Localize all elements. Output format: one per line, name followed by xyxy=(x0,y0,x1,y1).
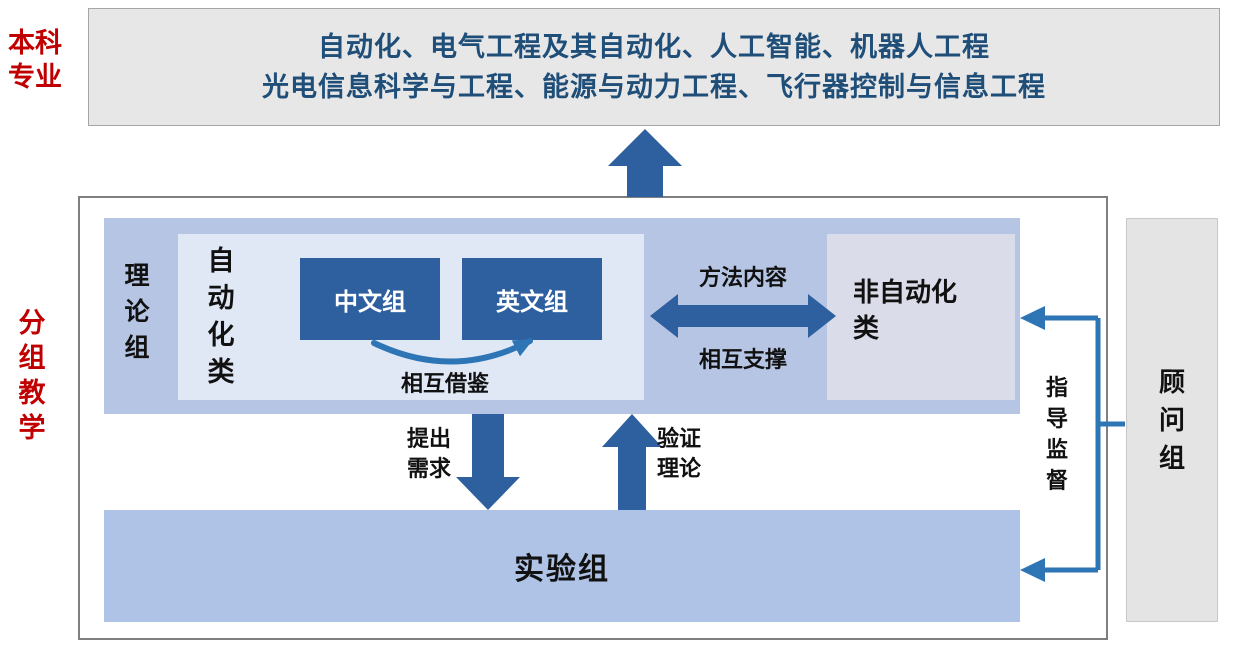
experiment-group-box: 实验组 xyxy=(104,510,1020,622)
advisor-group-box: 顾问组 xyxy=(1126,218,1218,622)
automation-category-label: 自动化类 xyxy=(207,246,235,387)
mutual-support-label: 相互支撑 xyxy=(698,347,787,372)
majors-box: 自动化、电气工程及其自动化、人工智能、机器人工程 光电信息科学与工程、能源与动力… xyxy=(88,8,1220,126)
grouped-teaching-label: 分组教学 xyxy=(18,308,46,443)
english-group-label: 英文组 xyxy=(496,288,568,316)
majors-line-2: 光电信息科学与工程、能源与动力工程、飞行器控制与信息工程 xyxy=(262,72,1046,102)
main-up-arrow xyxy=(608,129,682,197)
majors-line-1: 自动化、电气工程及其自动化、人工智能、机器人工程 xyxy=(318,32,990,62)
chinese-group-box: 中文组 xyxy=(300,258,440,340)
guide-supervise-label: 指导监督 xyxy=(1045,375,1068,493)
propose-needs-label: 提出需求 xyxy=(406,426,451,481)
theory-group-label: 理论组 xyxy=(124,262,150,362)
non-automation-label: 非自动化类 xyxy=(853,277,958,343)
mutual-learning-label: 相互借鉴 xyxy=(400,371,489,396)
chinese-group-label: 中文组 xyxy=(334,288,406,316)
method-content-label: 方法内容 xyxy=(698,265,787,290)
verify-theory-label: 验证理论 xyxy=(656,426,701,481)
undergrad-major-label: 本科专业 xyxy=(8,28,62,92)
non-automation-box: 非自动化类 xyxy=(827,234,1015,400)
advisor-group-label: 顾问组 xyxy=(1158,367,1185,473)
experiment-group-label: 实验组 xyxy=(514,553,610,586)
english-group-box: 英文组 xyxy=(462,258,602,340)
